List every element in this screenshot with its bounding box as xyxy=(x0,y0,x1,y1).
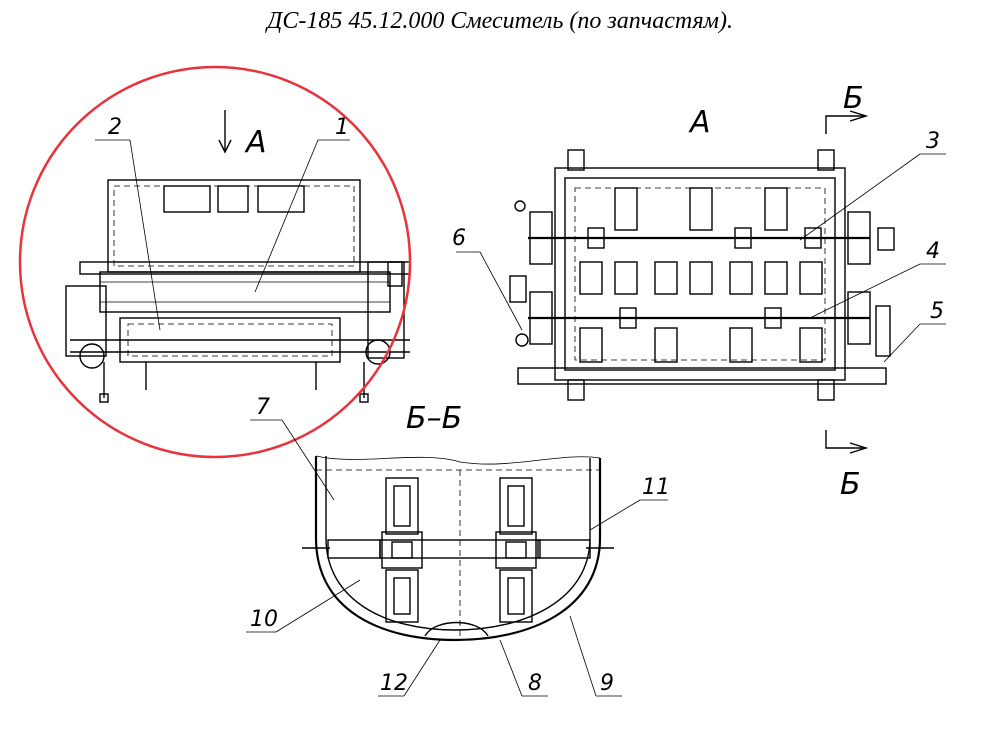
callout-4: 4 xyxy=(926,239,940,264)
callout-8: 8 xyxy=(528,671,542,696)
callout-2: 2 xyxy=(108,115,122,140)
callout-1: 1 xyxy=(335,115,349,140)
section-bb-view xyxy=(246,419,668,697)
highlight-circle xyxy=(18,65,412,459)
view-a-label-top: А xyxy=(688,105,711,140)
section-mark-b-top: Б xyxy=(843,81,864,116)
callout-5: 5 xyxy=(930,299,944,324)
section-bb-title: Б–Б xyxy=(406,401,462,436)
callout-6: 6 xyxy=(452,226,466,251)
callout-7: 7 xyxy=(256,395,270,420)
side-view-mixer xyxy=(65,110,411,403)
drawing-title: ДС-185 45.12.000 Смеситель (по запчастям… xyxy=(267,8,733,34)
top-view-mixer xyxy=(456,110,946,454)
callout-11: 11 xyxy=(642,475,670,500)
section-mark-b-bottom: Б xyxy=(840,467,861,502)
view-a-label-side: А xyxy=(244,125,267,160)
callout-3: 3 xyxy=(926,129,940,154)
callout-10: 10 xyxy=(250,607,278,632)
callout-9: 9 xyxy=(600,671,614,696)
callout-12: 12 xyxy=(380,671,408,696)
